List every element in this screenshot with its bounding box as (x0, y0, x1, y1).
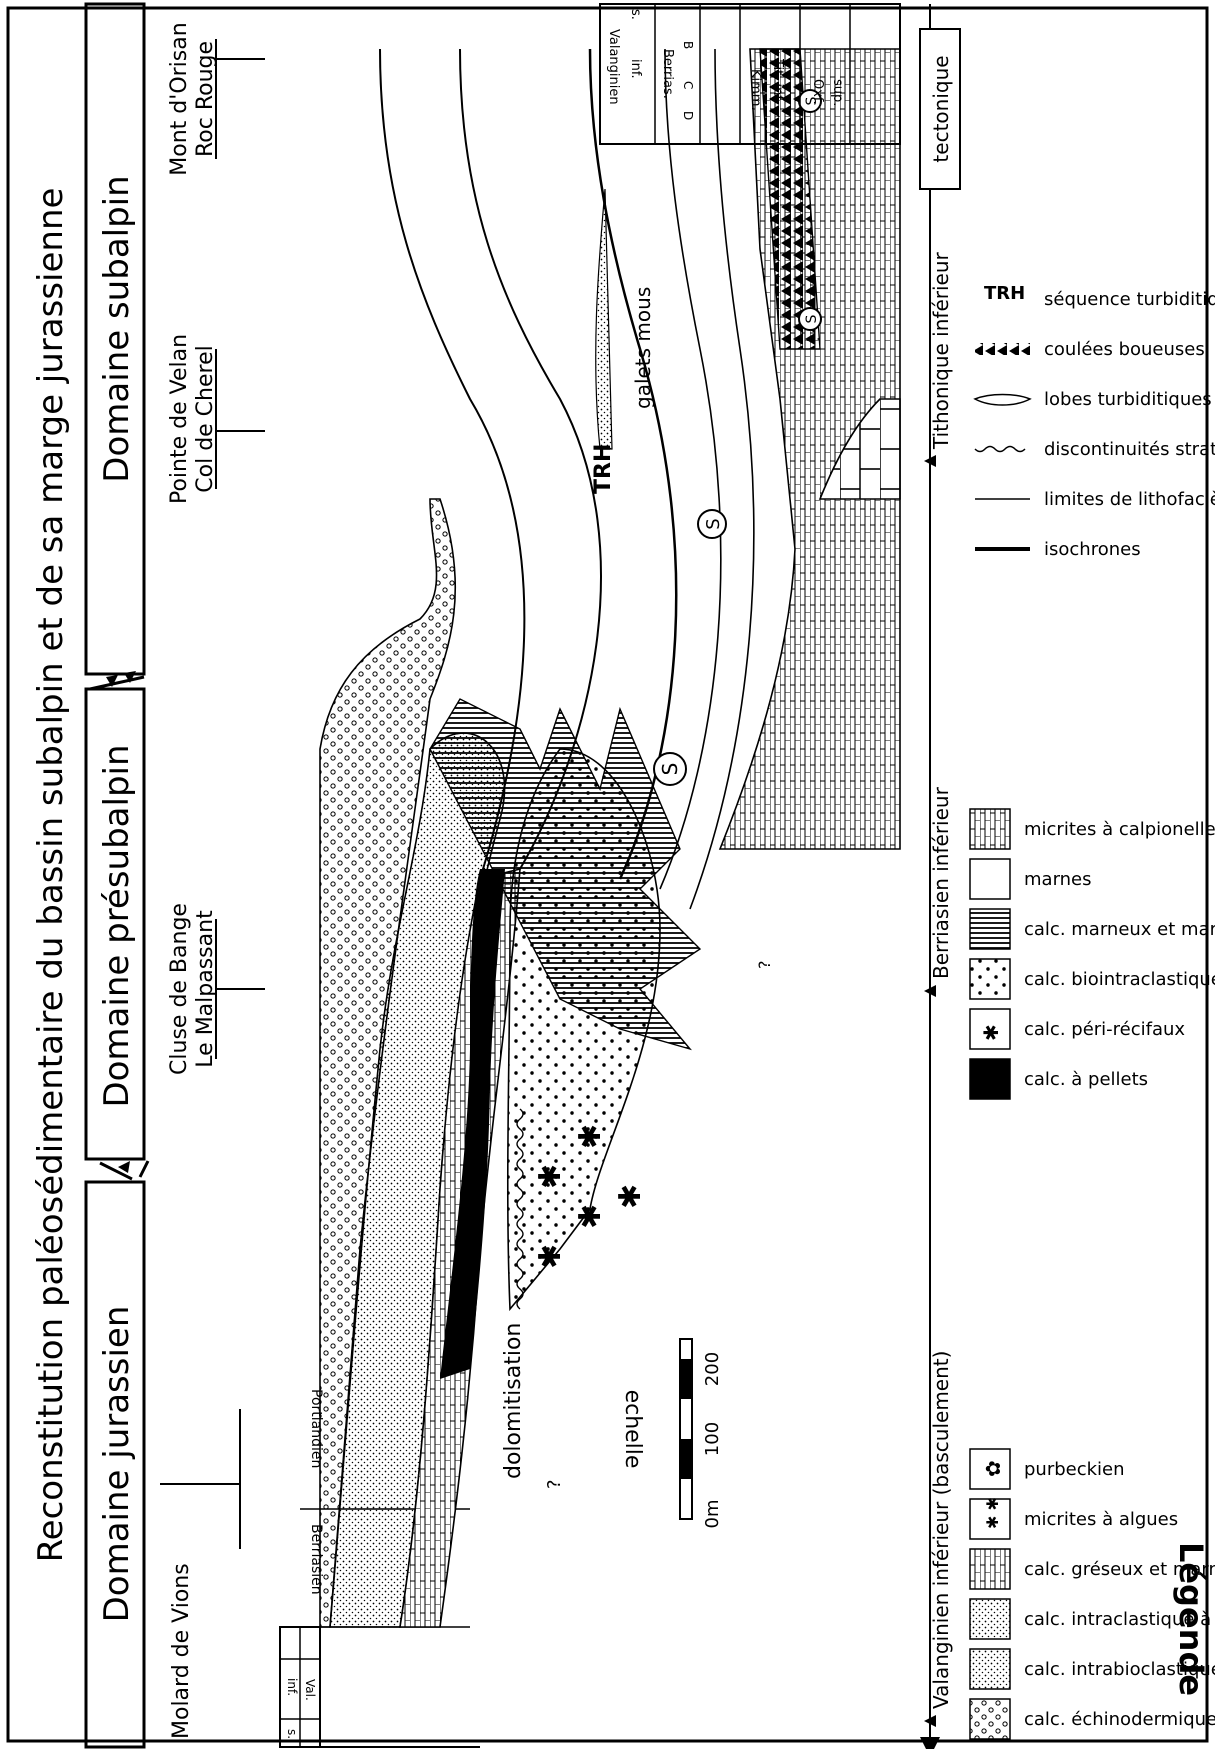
scale-tick-100: 100 (702, 1422, 723, 1456)
scale-tick-0: 0m (702, 1500, 723, 1529)
legend-swatch-3 (970, 1599, 1010, 1639)
right-c: C (681, 81, 695, 89)
legend-swatch-7 (970, 1059, 1010, 1099)
left-val-sup: s. (285, 1729, 299, 1739)
legend-symbol-2: limites de lithofaciès (1044, 489, 1215, 510)
legend-swatch-11 (970, 859, 1010, 899)
legend-sym-coulees (975, 343, 1030, 355)
legend-facies-1: calc. échinodermique à silex (loc. marne… (1024, 1709, 1215, 1730)
legend-facies-10: calc. marneux et marnes (1024, 919, 1215, 940)
left-val-inf: inf. (285, 1678, 299, 1696)
svg-text:✱: ✱ (573, 1124, 608, 1149)
legend-tectonique: tectonique (929, 55, 953, 162)
legend-symbol-3: discontinuités stratigraphiques (1044, 439, 1215, 460)
legend-symbol-1: isochrones (1044, 539, 1141, 560)
locality-rocrouge: Roc Rouge (193, 41, 218, 157)
right-b: B (681, 41, 695, 49)
right-valanginien: Valanginien (606, 29, 621, 105)
right-tit-inf: Tit. inf. (770, 58, 785, 103)
slump-label-2: S (658, 763, 682, 776)
right-sup: sup. (830, 79, 845, 106)
annotation-galets-mous: galets mous (631, 287, 655, 409)
locality-molard: Molard de Vions (169, 1563, 194, 1739)
time-marker-2: Berriasien inférieur (929, 786, 953, 979)
legend-facies-2: calc. intrabioclastique et oolithique (1024, 1659, 1215, 1680)
legend-swatch-2 (970, 1649, 1010, 1689)
legend-symbol-4: lobes turbiditiques (1044, 389, 1212, 410)
legend-facies-8: calc. péri-récifaux (1024, 1019, 1185, 1040)
svg-text:✱: ✱ (533, 1164, 568, 1189)
slump-label-1: S (703, 518, 724, 529)
domain-jurassien-label: Domaine jurassien (97, 1306, 137, 1623)
left-val: Val. (303, 1679, 317, 1701)
scale-label: echelle (620, 1390, 645, 1469)
slump-marker-2: S (654, 753, 686, 785)
right-inf: inf. (628, 59, 643, 79)
legend-swatch-9 (970, 959, 1010, 999)
legend-facies-12: micrites à calpionelles (1024, 819, 1215, 840)
locality-malpassant: Le Malpassant (193, 910, 218, 1068)
legend-swatch-10 (970, 909, 1010, 949)
domain-subalpin-label: Domaine subalpin (97, 175, 137, 482)
locality-cherel: Col de Cherel (193, 345, 218, 492)
svg-text:✱: ✱ (613, 1184, 648, 1209)
legend-swatch-4 (970, 1549, 1010, 1589)
locality-velan: Pointe de Velan (167, 334, 192, 504)
right-oxf: Oxf. (810, 79, 825, 105)
time-marker-1: Valanginien inférieur (basculement) (929, 1351, 953, 1709)
annotation-dolomitisation: dolomitisation (501, 1323, 526, 1479)
legend-facies-7: calc. à pellets (1024, 1069, 1148, 1090)
domain-presubalpin-label: Domaine présubalpin (97, 744, 137, 1107)
slump-label-3: S (804, 314, 820, 323)
legend-facies-6: purbeckien (1024, 1459, 1125, 1480)
annotation-question: ? (544, 1479, 565, 1489)
legend-swatch-6-icon: ✿ (981, 1460, 1005, 1477)
legend-facies-3: calc. intraclastique à foraminifères (1024, 1609, 1215, 1630)
legend-swatch-5-icon: ✱ ✱ (983, 1497, 1002, 1529)
legend-swatch-1 (970, 1699, 1010, 1739)
figure-title: Reconstitution paléosédimentaire du bass… (31, 188, 71, 1563)
legend-facies-9: calc. biointraclastique (1024, 969, 1215, 990)
time-marker-3: Tithonique inférieur (929, 251, 953, 450)
legend-symbol-5: coulées boueuses (1044, 339, 1205, 360)
annotation-trh: TRH (591, 444, 616, 494)
svg-text:✱: ✱ (533, 1244, 568, 1269)
legend-facies-5: micrites à algues (1024, 1509, 1178, 1530)
slump-marker-1: S (698, 510, 726, 538)
legend-trh-symbol: TRH (984, 283, 1025, 304)
svg-text:✱: ✱ (573, 1204, 608, 1229)
annotation-question-2: ? (755, 961, 774, 970)
slump-marker-3: S (799, 308, 821, 330)
legend-symbol-7: séquence turbiditique (ressaut hydrauliq… (1044, 289, 1215, 310)
time-axis-arrow (920, 1737, 940, 1749)
right-kimm: Kimm. (748, 69, 763, 111)
right-s: s. (628, 9, 643, 20)
legend-swatch-12 (970, 809, 1010, 849)
legend-facies-4: calc. gréseux et marnes à charophytes (1024, 1559, 1215, 1580)
scale-tick-200: 200 (702, 1352, 723, 1386)
locality-orisan: Mont d'Orisan (167, 22, 192, 175)
locality-cluse: Cluse de Bange (167, 903, 192, 1075)
right-d: D (681, 111, 695, 120)
legend-swatch-8-icon: ✱ (979, 1024, 1003, 1041)
legend-facies-11: marnes (1024, 869, 1092, 890)
right-berrias: Berrias. (660, 49, 675, 99)
